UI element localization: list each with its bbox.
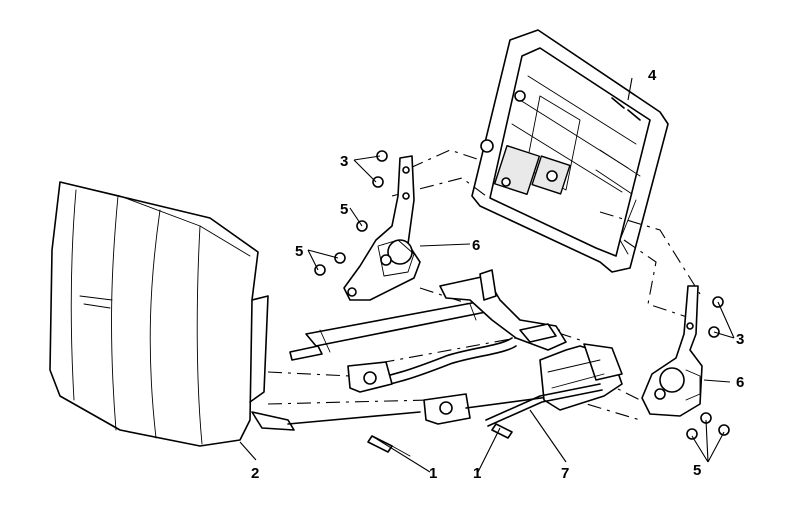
fasteners: [314, 150, 730, 440]
callout-3-left: 3: [340, 153, 348, 170]
callout-5-upper: 5: [340, 201, 348, 218]
left-recliner-bracket: [343, 155, 421, 301]
callout-4: 4: [648, 67, 657, 84]
callout-2: 2: [251, 465, 259, 482]
callout-1-right: 1: [473, 465, 481, 482]
callout-6-right: 6: [736, 374, 744, 391]
callout-3-right: 3: [736, 331, 744, 348]
callouts: 3 5 5 6 4 3 6 5 1 1 7 2: [251, 67, 744, 482]
callout-6-left: 6: [472, 237, 480, 254]
callout-7: 7: [561, 465, 569, 482]
right-recliner-bracket: [641, 285, 703, 417]
leader-lines: [239, 77, 735, 473]
seat-cushion: [49, 181, 269, 447]
seat-back-frame: [471, 29, 669, 273]
callout-1-left: 1: [429, 465, 437, 482]
callout-5-right: 5: [693, 462, 701, 479]
link-rod: [485, 383, 603, 427]
bolts: [367, 423, 513, 457]
callout-5-left: 5: [295, 243, 303, 260]
seat-track-assembly: [251, 269, 623, 431]
